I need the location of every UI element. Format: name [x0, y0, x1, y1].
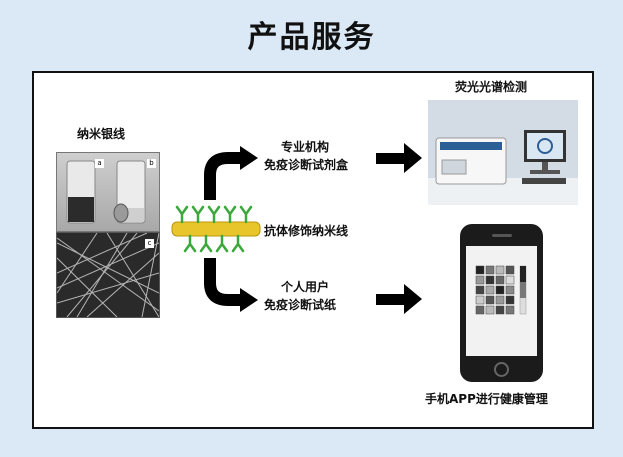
- test-strip-grid: [475, 265, 527, 315]
- kit-arrow-head: [404, 143, 422, 173]
- kit-label-line2: 免疫诊断试剂盒: [264, 158, 349, 172]
- smartphone-image: [460, 224, 543, 382]
- upper-curved-arrow: [204, 152, 242, 200]
- phone-screen: [466, 246, 537, 356]
- phone-speaker: [492, 234, 512, 237]
- antibody-label: 抗体修饰纳米线: [264, 224, 349, 238]
- photo-tag-b: b: [147, 159, 156, 168]
- antibody-marks: [175, 205, 253, 253]
- strip-arrow-head: [404, 284, 422, 314]
- photo-tag-c: c: [145, 239, 154, 248]
- upper-arrow-head: [240, 146, 258, 170]
- photo-tag-a: a: [95, 159, 104, 168]
- fluorescence-label: 荧光光谱检测: [455, 80, 528, 94]
- lower-arrow-head: [240, 288, 258, 312]
- nanowire-rod: [171, 221, 261, 237]
- nanowire-label: 纳米银线: [77, 127, 126, 141]
- kit-arrow-shaft: [376, 153, 406, 164]
- strip-arrow-shaft: [376, 294, 406, 305]
- sem-texture: [57, 233, 159, 317]
- phone-home-button: [494, 362, 509, 377]
- app-label: 手机APP进行健康管理: [425, 392, 548, 406]
- nanowire-vial-photo: a b: [56, 152, 160, 232]
- nanowire-sem-photo: c: [56, 232, 160, 318]
- personal-label-line2: 免疫诊断试纸: [264, 298, 337, 312]
- spectrometer-illustration: [428, 100, 578, 205]
- page-title: 产品服务: [247, 20, 376, 55]
- personal-label-line1: 个人用户: [281, 280, 330, 294]
- lower-curved-arrow: [204, 258, 242, 306]
- kit-label-line1: 专业机构: [281, 140, 330, 154]
- spectrometer-image: [428, 100, 578, 205]
- vial-illustration: [66, 160, 146, 224]
